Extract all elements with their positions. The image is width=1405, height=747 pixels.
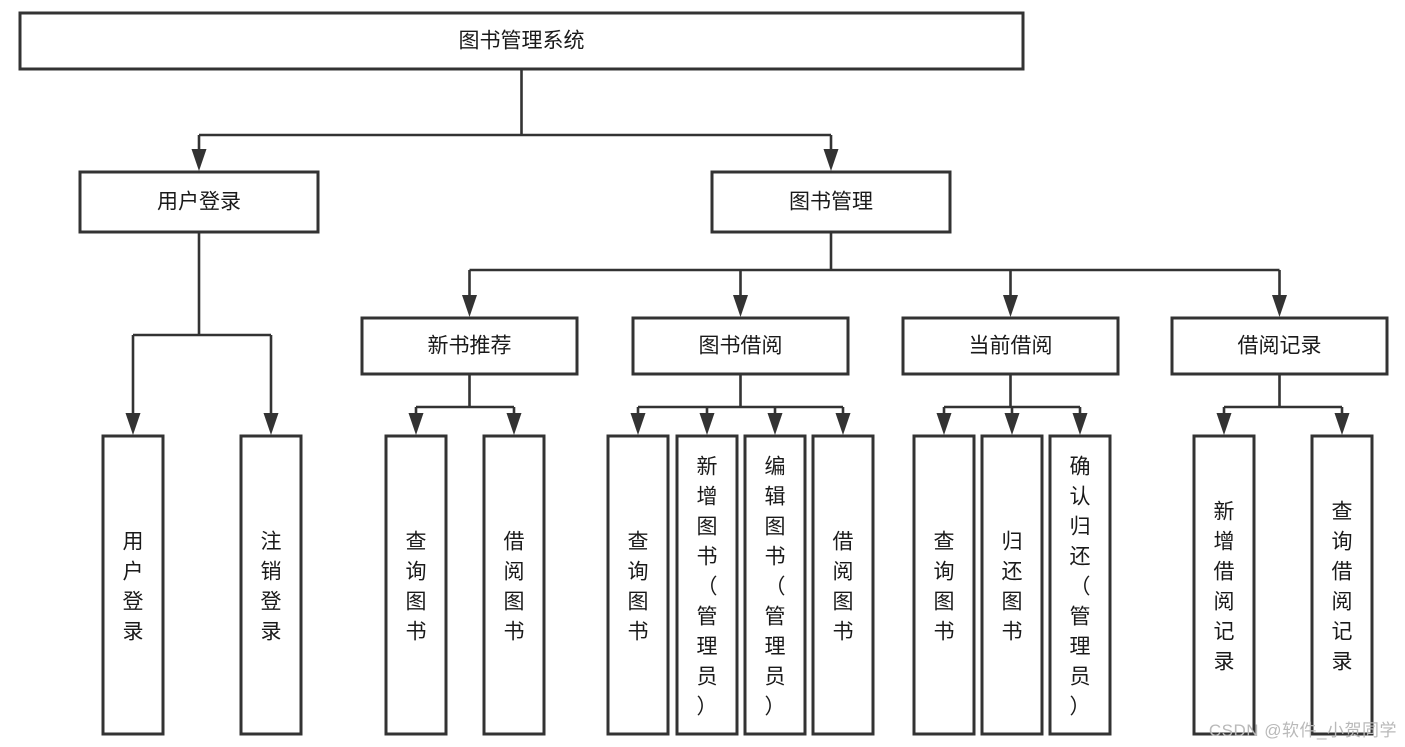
node-label-leaf-query-book-1: 查询图书 (406, 530, 427, 643)
node-leaf-edit-book[interactable]: 编辑图书（管理员） (743, 434, 807, 736)
node-leaf-return-book[interactable]: 归还图书 (980, 434, 1044, 736)
node-box-current (901, 316, 1120, 376)
node-box-leaf-logout (239, 434, 303, 736)
node-label-leaf-borrow-book-1: 借阅图书 (504, 530, 525, 643)
connector-layer (125, 69, 1350, 435)
node-box-leaf-return-book (980, 434, 1044, 736)
node-box-leaf-confirm-return (1048, 434, 1112, 736)
node-leaf-logout[interactable]: 注销登录 (239, 434, 303, 736)
node-label-records: 借阅记录 (1238, 335, 1322, 358)
node-newbook[interactable]: 新书推荐 (360, 316, 579, 376)
node-box-leaf-edit-book (743, 434, 807, 736)
node-root[interactable]: 图书管理系统 (18, 11, 1025, 71)
node-label-leaf-add-book: 新增图书（管理员） (697, 455, 718, 718)
node-box-leaf-query-book-3 (912, 434, 976, 736)
node-box-records (1170, 316, 1389, 376)
connector-group-current (936, 374, 1088, 435)
watermark-text: CSDN @软件_小贺同学 (1208, 721, 1397, 740)
node-leaf-add-book[interactable]: 新增图书（管理员） (675, 434, 739, 736)
node-box-root (18, 11, 1025, 71)
node-label-newbook: 新书推荐 (428, 335, 512, 358)
connector-group-newbook (408, 374, 522, 435)
node-box-borrow (631, 316, 850, 376)
connector-group-bookmgmt (462, 232, 1287, 317)
node-label-leaf-confirm-return: 确认归还（管理员） (1070, 455, 1091, 718)
node-leaf-borrow-book-1[interactable]: 借阅图书 (482, 434, 546, 736)
node-leaf-confirm-return[interactable]: 确认归还（管理员） (1048, 434, 1112, 736)
node-current[interactable]: 当前借阅 (901, 316, 1120, 376)
node-label-leaf-user-login: 用户登录 (123, 530, 144, 643)
node-label-borrow: 图书借阅 (699, 335, 783, 358)
node-label-leaf-edit-book: 编辑图书（管理员） (765, 455, 786, 718)
node-leaf-borrow-book-2[interactable]: 借阅图书 (811, 434, 875, 736)
node-label-login: 用户登录 (157, 191, 241, 214)
node-leaf-query-book-2[interactable]: 查询图书 (606, 434, 670, 736)
node-label-bookmgmt: 图书管理 (789, 191, 873, 214)
connector-group-borrow (630, 374, 851, 435)
node-label-leaf-return-book: 归还图书 (1002, 530, 1023, 643)
node-label-leaf-logout: 注销登录 (261, 530, 282, 643)
node-leaf-query-book-3[interactable]: 查询图书 (912, 434, 976, 736)
node-box-leaf-borrow-book-2 (811, 434, 875, 736)
node-records[interactable]: 借阅记录 (1170, 316, 1389, 376)
node-login[interactable]: 用户登录 (78, 170, 320, 234)
node-leaf-query-record[interactable]: 查询借阅记录 (1310, 434, 1374, 736)
node-label-leaf-query-record: 查询借阅记录 (1332, 500, 1353, 673)
node-label-leaf-add-record: 新增借阅记录 (1214, 500, 1235, 673)
node-label-leaf-borrow-book-2: 借阅图书 (833, 530, 854, 643)
node-box-leaf-add-record (1192, 434, 1256, 736)
node-box-leaf-query-record (1310, 434, 1374, 736)
connector-group-records (1216, 374, 1350, 435)
node-label-leaf-query-book-3: 查询图书 (934, 530, 955, 643)
node-layer: 图书管理系统用户登录图书管理新书推荐图书借阅当前借阅借阅记录用户登录注销登录查询… (18, 11, 1389, 736)
connector-group-root (191, 69, 839, 171)
node-label-leaf-query-book-2: 查询图书 (628, 530, 649, 643)
node-box-login (78, 170, 320, 234)
node-box-leaf-add-book (675, 434, 739, 736)
node-box-newbook (360, 316, 579, 376)
node-borrow[interactable]: 图书借阅 (631, 316, 850, 376)
connector-group-login (125, 232, 279, 435)
node-box-leaf-query-book-1 (384, 434, 448, 736)
node-leaf-query-book-1[interactable]: 查询图书 (384, 434, 448, 736)
node-leaf-user-login[interactable]: 用户登录 (101, 434, 165, 736)
node-box-leaf-user-login (101, 434, 165, 736)
node-box-leaf-query-book-2 (606, 434, 670, 736)
node-box-bookmgmt (710, 170, 952, 234)
node-label-current: 当前借阅 (969, 335, 1053, 358)
node-bookmgmt[interactable]: 图书管理 (710, 170, 952, 234)
node-box-leaf-borrow-book-1 (482, 434, 546, 736)
node-leaf-add-record[interactable]: 新增借阅记录 (1192, 434, 1256, 736)
node-label-root: 图书管理系统 (459, 30, 585, 53)
